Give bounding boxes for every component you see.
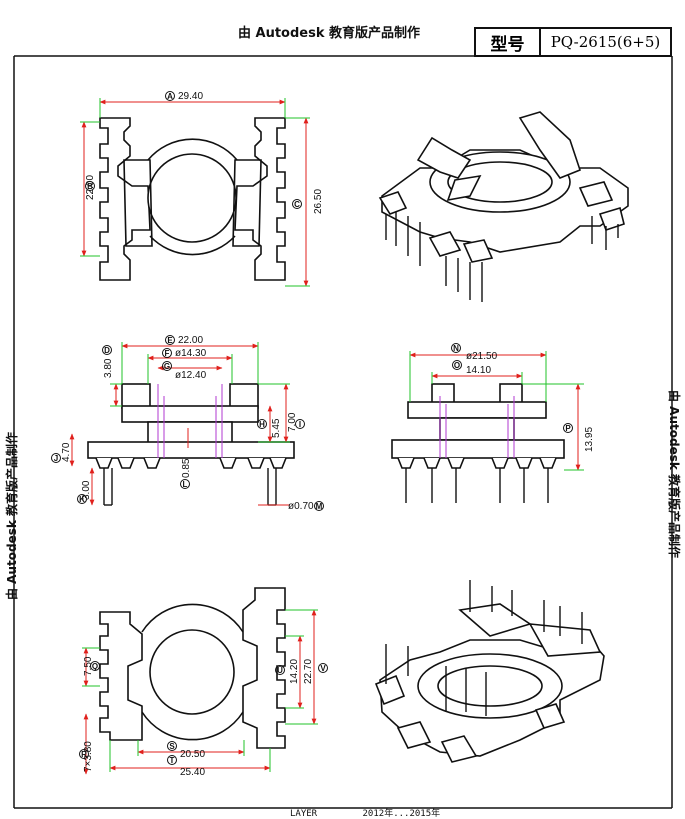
dim-7-50: 7.50: [83, 656, 94, 676]
dim-d0-70: ø0.70: [288, 501, 314, 512]
tag-p: P: [563, 423, 573, 433]
tag-g: G: [162, 361, 172, 371]
dimension-tags: A B C E F G D H I J K L M N O P Q U V R …: [51, 91, 573, 765]
tag-m: M: [314, 501, 324, 511]
bottom-view-extensions: [82, 609, 318, 772]
isometric-bottom-pins: [385, 580, 583, 716]
isometric-top-view: [378, 111, 629, 263]
dim-7-00: 7.00: [287, 412, 298, 432]
svg-text:M: M: [316, 502, 323, 511]
tag-j: J: [51, 453, 61, 463]
svg-text:V: V: [320, 664, 326, 673]
front-view-hidden: [439, 396, 515, 458]
tag-v: V: [318, 663, 328, 673]
tag-n: N: [451, 343, 461, 353]
bottom-strip-left: LAYER: [290, 809, 318, 819]
dim-22-00-top: 22.00: [85, 175, 96, 200]
model-number: PQ-2615(6+5): [550, 33, 661, 51]
isometric-bottom-view: [374, 603, 605, 763]
tag-o: O: [452, 360, 462, 370]
side-view-pins: [103, 468, 277, 506]
tag-a: A: [165, 91, 175, 101]
svg-text:K: K: [79, 495, 85, 504]
svg-text:U: U: [277, 666, 283, 675]
bottom-view: [99, 587, 286, 749]
dim-d14-30: ø14.30: [175, 348, 207, 359]
svg-text:I: I: [299, 420, 301, 429]
side-view-hidden: [157, 384, 223, 458]
front-view-extensions: [409, 351, 584, 471]
tag-k: K: [77, 494, 87, 504]
dim-22-00-side: 22.00: [178, 335, 203, 346]
side-view: [87, 383, 295, 469]
dim-26-50: 26.50: [313, 189, 324, 214]
svg-text:N: N: [453, 344, 459, 353]
dim-25-40: 25.40: [180, 767, 205, 778]
svg-text:T: T: [170, 756, 175, 765]
bottom-view-dims: [83, 609, 317, 775]
svg-text:J: J: [54, 454, 58, 463]
side-view-extensions: [110, 342, 290, 443]
dim-0-85: 0.85: [181, 458, 192, 478]
front-view-pins: [405, 468, 549, 503]
svg-text:H: H: [259, 420, 265, 429]
dim-4-70: 4.70: [61, 442, 72, 462]
dim-3-80-side: 3.80: [103, 358, 114, 378]
dim-5-45: 5.45: [271, 418, 282, 438]
isometric-top-pins: [385, 212, 619, 302]
tag-u: U: [275, 665, 285, 675]
dim-22-70: 22.70: [303, 659, 314, 684]
svg-text:A: A: [167, 92, 173, 101]
dim-13-95: 13.95: [584, 427, 595, 452]
dim-14-10: 14.10: [466, 365, 491, 376]
dim-d12-40: ø12.40: [175, 370, 207, 381]
dim-20-50: 20.50: [180, 749, 205, 760]
front-view: [391, 383, 565, 469]
svg-text:S: S: [169, 742, 175, 751]
svg-text:B: B: [87, 182, 93, 191]
svg-text:P: P: [565, 424, 571, 433]
svg-text:D: D: [104, 346, 110, 355]
tag-b: B: [85, 181, 95, 191]
svg-text:L: L: [183, 480, 188, 489]
tag-t: T: [167, 755, 177, 765]
autodesk-stamp-top: 由 Autodesk 教育版产品制作: [238, 26, 421, 41]
svg-text:E: E: [167, 336, 173, 345]
tag-i: I: [295, 419, 305, 429]
front-view-dims: [409, 352, 581, 471]
dim-d21-50: ø21.50: [466, 351, 498, 362]
side-view-dims: [69, 343, 290, 506]
bottom-strip: LAYER 2012年...2015年: [290, 806, 480, 819]
tag-s: S: [167, 741, 177, 751]
tag-h: H: [257, 419, 267, 429]
tag-c: C: [292, 199, 302, 209]
dim-3-00: 3.00: [81, 480, 92, 500]
dimension-labels: 29.40 22.00 26.50 22.00 ø14.30 ø12.40 3.…: [61, 91, 595, 778]
svg-text:C: C: [294, 200, 300, 209]
tag-e: E: [165, 335, 175, 345]
dim-29-40: 29.40: [178, 91, 203, 102]
svg-text:F: F: [165, 349, 170, 358]
top-view-extensions: [80, 98, 310, 287]
tag-q: Q: [90, 661, 100, 671]
top-view-dims: [81, 99, 309, 287]
dim-7x3-80: 7×3.80: [83, 741, 94, 772]
tag-r: R: [79, 749, 89, 759]
tag-d: D: [102, 345, 112, 355]
bottom-strip-right: 2012年...2015年: [362, 809, 441, 819]
svg-text:G: G: [164, 362, 170, 371]
svg-text:R: R: [81, 750, 87, 759]
svg-text:O: O: [454, 361, 460, 370]
tag-l: L: [180, 479, 190, 489]
model-label: 型号: [476, 29, 541, 55]
svg-text:Q: Q: [92, 662, 98, 671]
top-view: [99, 117, 286, 281]
dim-14-20: 14.20: [289, 659, 300, 684]
tag-f: F: [162, 348, 172, 358]
sheet-frame: [13, 55, 673, 809]
